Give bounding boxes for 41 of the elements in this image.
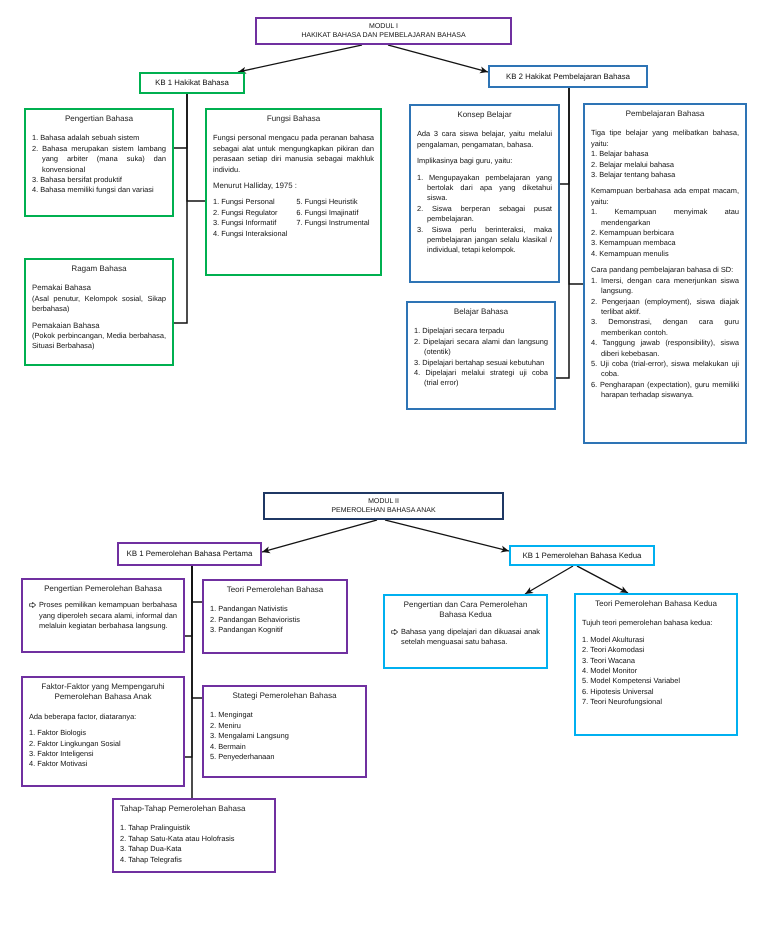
content-box [24,258,174,366]
content-box [583,103,747,444]
content-box [409,104,560,283]
box-heading: Ragam Bahasa [70,264,128,274]
topic-box [117,542,262,566]
content-box [383,594,548,669]
content-box [112,798,276,873]
topic-box [139,72,245,94]
box-heading: Pengertian dan Cara Pemerolehan Bahasa Kedua [402,600,528,621]
arrow [384,519,510,552]
module-title-box [263,492,504,520]
content-box [574,593,738,736]
topic-box [509,545,655,566]
content-box [24,108,174,217]
content-box [406,301,556,410]
box-heading: Pengertian Pemerolehan Bahasa [43,584,163,594]
box-heading: Fungsi Bahasa [266,114,322,124]
box-heading: Pembelajaran Bahasa [624,109,706,120]
box-heading: Teori Pemerolehan Bahasa Kedua [594,599,718,610]
content-box [202,579,348,654]
connector-line [191,566,193,798]
arrow [388,44,488,74]
arrow [238,44,362,74]
topic-box [488,65,648,88]
content-box [21,676,185,787]
content-box [202,685,367,778]
connector-line [556,88,570,379]
content-box [21,578,185,653]
box-heading: Belajar Bahasa [452,307,510,318]
box-heading: Faktor-Faktor yang Mempengaruhi Pemerolehan Bahasa Anak [40,682,166,703]
arrow [262,519,378,554]
box-heading: Konsep Belajar [456,110,513,120]
connector-line [174,94,188,324]
arrow [576,565,628,594]
box-heading: Pengertian Bahasa [64,114,134,124]
arrow [524,565,574,595]
box-heading: Tahap-Tahap Pemerolehan Bahasa [120,804,246,814]
module-title-box [255,17,512,45]
box-heading: Teori Pemerolehan Bahasa [226,585,324,596]
box-heading: Stategi Pemerolehan Bahasa [231,691,338,702]
content-box [205,108,382,276]
